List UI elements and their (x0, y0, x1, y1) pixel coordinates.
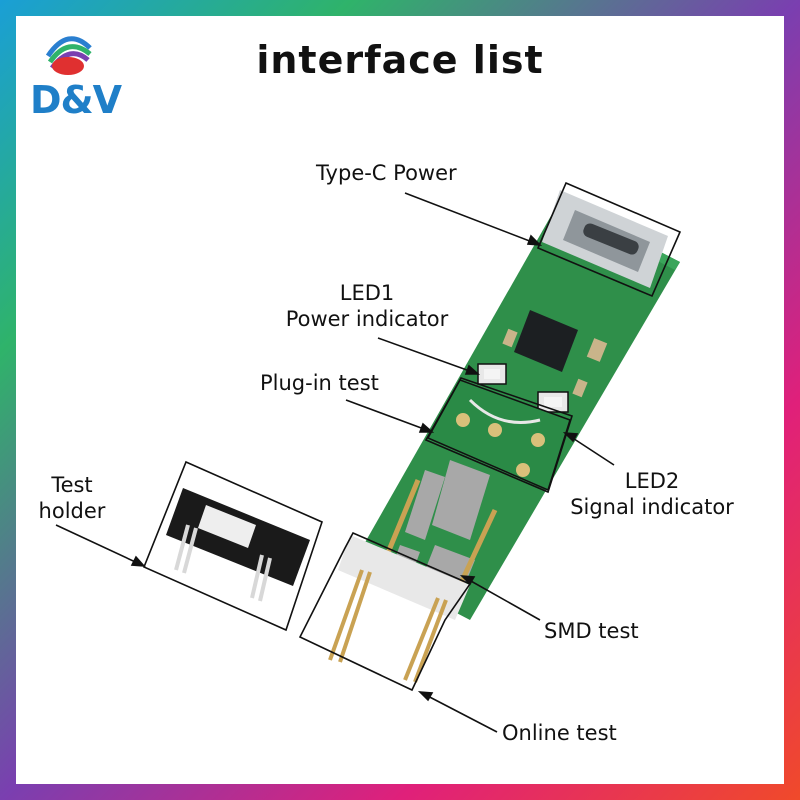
label-test-holder: Test holder (30, 472, 114, 524)
label-plug-in-test: Plug-in test (260, 371, 379, 395)
label-online-test: Online test (502, 721, 617, 745)
brand-logo-text: D&V (30, 78, 122, 122)
type-c-box (536, 181, 682, 298)
label-smd-test: SMD test (544, 619, 639, 643)
label-led2: LED2 Signal indicator (556, 468, 748, 520)
page-title: interface list (256, 38, 544, 82)
label-led1-title: LED1 (339, 281, 395, 305)
brand-logo-icon (45, 36, 92, 75)
label-led1: LED1 Power indicator (270, 280, 464, 332)
label-test-holder-line2: holder (38, 499, 106, 523)
label-led2-title: LED2 (624, 469, 680, 493)
test-holder (166, 488, 310, 602)
image-canvas (16, 16, 784, 784)
ic-chip (514, 310, 578, 372)
test-holder-box (142, 460, 323, 632)
label-type-c-power: Type-C Power (316, 161, 457, 185)
type-c-connector (542, 190, 668, 288)
label-led2-subtitle: Signal indicator (570, 495, 734, 519)
label-test-holder-line1: Test (51, 473, 93, 497)
plug-in-box (424, 377, 573, 494)
online-test-clip (328, 535, 470, 683)
label-led1-subtitle: Power indicator (285, 307, 449, 331)
